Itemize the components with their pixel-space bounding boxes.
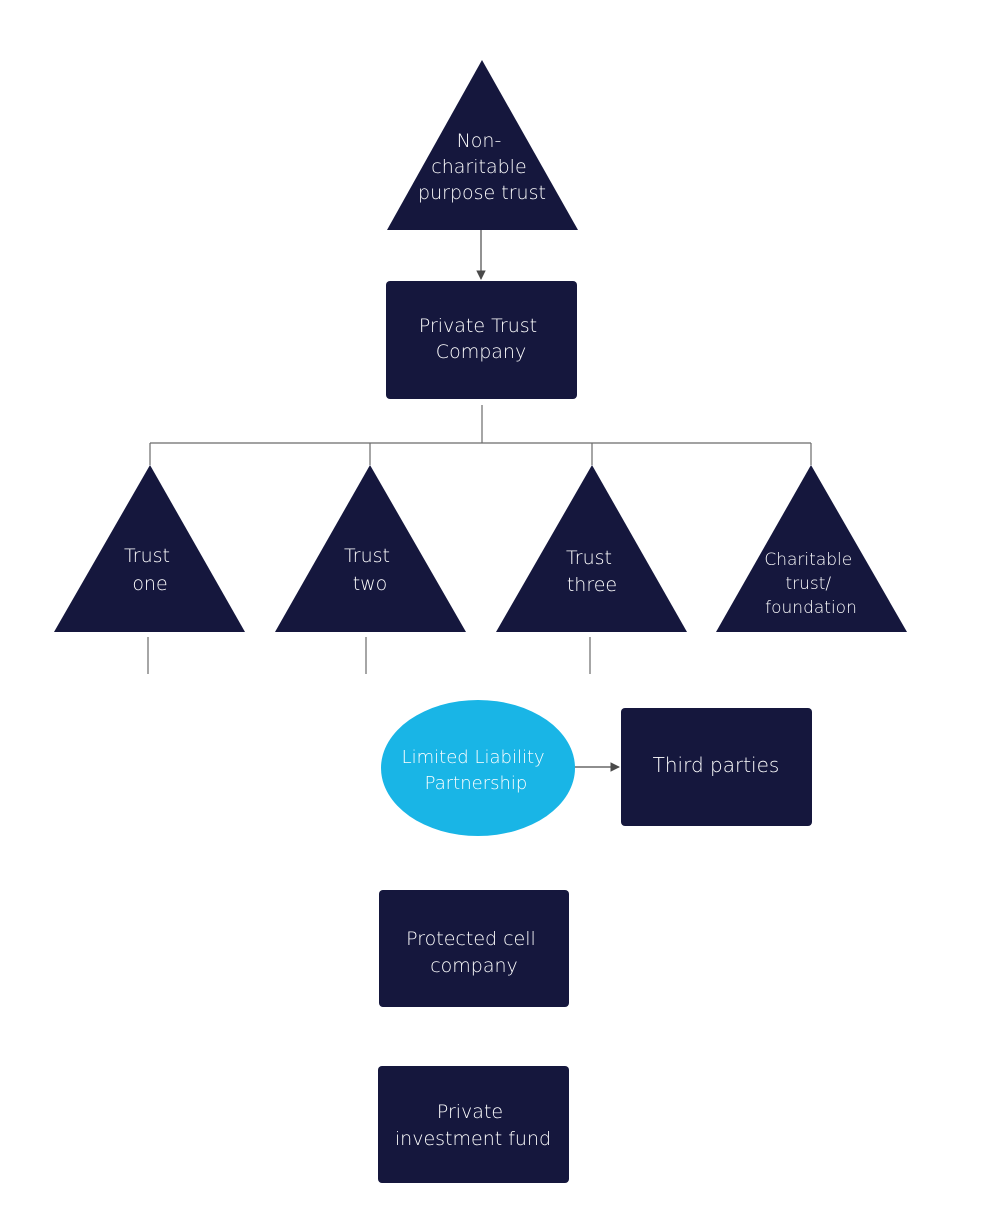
connectors [147, 230, 812, 772]
node-label-line: Limited Liability [402, 747, 545, 768]
node-trust-three: Trust three [496, 465, 687, 632]
box-shape [379, 890, 569, 1007]
node-label-line: Protected cell [406, 928, 536, 950]
box-shape [386, 281, 577, 399]
triangle-shape [496, 465, 687, 632]
node-label-line: Trust [344, 545, 390, 567]
node-label-line: Private Trust [419, 315, 537, 337]
node-third-parties: Third parties [621, 708, 812, 826]
node-label-line: foundation [765, 598, 857, 618]
node-label-line: Company [436, 341, 526, 363]
node-label-line: Partnership [425, 773, 528, 794]
node-private-trust-company: Private Trust Company [386, 281, 577, 399]
triangle-shape [387, 60, 578, 230]
node-label-line: Private [437, 1101, 503, 1123]
node-label-line: one [132, 573, 167, 595]
svg-text:Trust one: Trust one [124, 545, 176, 595]
node-purpose-trust: Non- charitable purpose trust [387, 60, 578, 230]
node-label-line: investment fund [395, 1128, 551, 1150]
node-label-line: three [567, 574, 617, 596]
node-label-line: Trust [566, 547, 612, 569]
svg-text:Non- charitable pu: Non- charitable purpose trust [418, 130, 546, 204]
box-shape [621, 708, 812, 826]
svg-text:Charitable trust/: Charitable trust/ foundation [764, 550, 857, 618]
node-label-line: company [430, 955, 518, 977]
node-label-line: Third parties [653, 753, 780, 777]
svg-text:Private investment fund: Private investment fund [395, 1101, 551, 1150]
node-protected-cell-company: Protected cell company [379, 890, 569, 1007]
node-limited-liability-partnership: Limited Liability Partnership [381, 700, 575, 836]
triangle-shape [716, 465, 907, 632]
node-label-line: purpose trust [418, 182, 546, 204]
node-label-line: two [353, 573, 388, 595]
svg-text:Trust three: Trust three [566, 547, 618, 596]
svg-text:Trust two: Trust two [344, 545, 396, 595]
node-private-investment-fund: Private investment fund [378, 1066, 569, 1183]
box-shape [378, 1066, 569, 1183]
svg-text:Protected cell company: Protected cell company [406, 928, 542, 977]
node-charitable-foundation: Charitable trust/ foundation [716, 465, 907, 632]
triangle-shape [275, 465, 466, 632]
ellipse-shape [381, 700, 575, 836]
svg-text:Limited Liability Partne: Limited Liability Partnership [402, 747, 551, 794]
node-label-line: Charitable [764, 550, 852, 570]
node-label-line: Non- [457, 130, 502, 152]
node-label-line: Trust [124, 545, 170, 567]
triangle-shape [54, 465, 245, 632]
node-trust-two: Trust two [275, 465, 466, 632]
node-label-line: trust/ [785, 574, 831, 594]
svg-text:Third parties: Third parties [653, 753, 780, 777]
svg-text:Private Trust Company: Private Trust Company [419, 315, 543, 363]
node-trust-one: Trust one [54, 465, 245, 632]
node-label-line: charitable [431, 156, 526, 178]
